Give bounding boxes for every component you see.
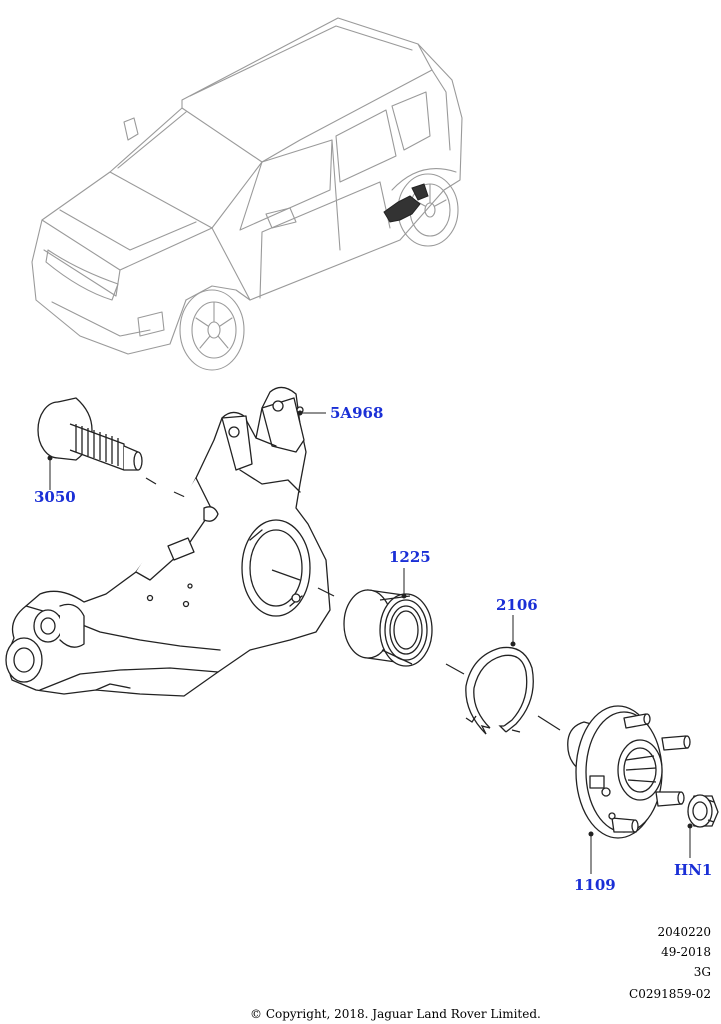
callout-3050[interactable]: 3050 (34, 488, 76, 506)
hub-nut-part (687, 794, 719, 828)
callout-5a968[interactable]: 5A968 (330, 404, 384, 422)
meta-line-3: 3G (693, 965, 711, 979)
highlighted-rear-knuckle-thumbnail (383, 183, 429, 223)
callout-hn1[interactable]: HN1 (674, 861, 713, 879)
knuckle-part (5, 386, 331, 697)
copyright-notice: © Copyright, 2018. Jaguar Land Rover Lim… (250, 1007, 541, 1021)
drive-shaft-part (37, 397, 143, 471)
hub-part (567, 705, 691, 839)
circlip-part (465, 646, 534, 735)
vehicle-illustration (31, 17, 463, 371)
meta-line-1: 2040220 (657, 925, 711, 939)
meta-line-4: C0291859-02 (629, 987, 711, 1001)
meta-line-2: 49-2018 (661, 945, 711, 959)
callout-1109[interactable]: 1109 (574, 876, 616, 894)
callout-2106[interactable]: 2106 (496, 596, 538, 614)
callout-1225[interactable]: 1225 (389, 548, 431, 566)
bearing-part (343, 589, 433, 667)
